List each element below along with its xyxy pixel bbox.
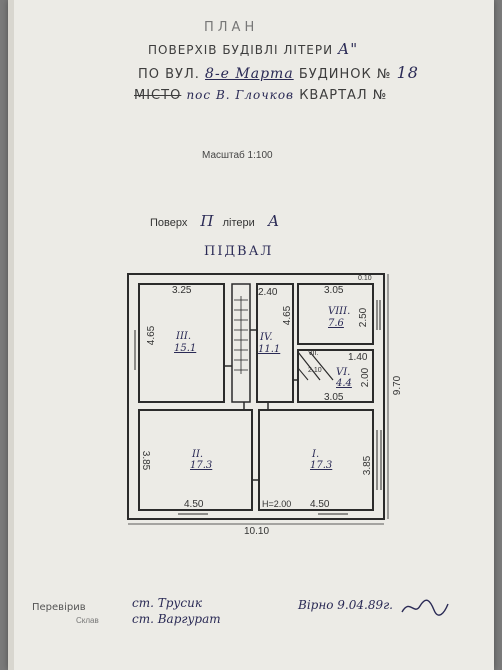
room-8-height: 2.50 xyxy=(358,307,370,328)
room-7-number: VII. xyxy=(308,350,319,357)
room-2-width: 4.50 xyxy=(184,499,204,510)
room-1-walls xyxy=(258,409,374,511)
floor-line: Поверх П літери А xyxy=(150,212,279,230)
letter-label: літери xyxy=(222,217,255,229)
village-value: пос В. Глочков xyxy=(186,88,295,102)
page-edge-left xyxy=(8,0,14,670)
checked-by: ст. Трусик xyxy=(132,596,202,610)
room-6-number: VI. xyxy=(336,367,351,378)
room-6-width: 1.40 xyxy=(348,352,368,363)
room-4-number: IV. xyxy=(260,332,273,343)
door-marks xyxy=(224,329,298,481)
ceiling-height: Н=2.00 xyxy=(262,499,292,509)
street-value: 8-е Марта xyxy=(205,66,294,82)
room-2-height: 3.85 xyxy=(140,450,152,471)
floor-plan xyxy=(127,273,389,525)
overall-height: 9.70 xyxy=(392,375,404,396)
room-8-walls xyxy=(297,283,374,345)
room-4-height: 4.65 xyxy=(282,305,294,326)
corner-dim: 0.10 xyxy=(358,275,372,282)
room-1-height: 3.85 xyxy=(362,455,374,476)
room-2-walls xyxy=(138,409,253,511)
house-value: 18 xyxy=(396,63,419,82)
floor-label: Поверх xyxy=(150,217,188,229)
room-4-walls xyxy=(256,283,294,403)
checked-label: Перевірив xyxy=(32,602,86,613)
room-3-width: 3.25 xyxy=(172,285,192,296)
signature-mark xyxy=(401,599,449,616)
second-label: Склав xyxy=(76,616,99,625)
second-by: ст. Варгурат xyxy=(132,612,221,626)
room-1-number: I. xyxy=(312,449,320,460)
stair-steps xyxy=(234,296,248,374)
header-line-1-prefix: ПОВЕРХІВ БУДІВЛІ ЛІТЕРИ xyxy=(148,43,334,57)
room-6-area: 4.4 xyxy=(336,378,352,389)
verified-note: Вірно 9.04.89г. xyxy=(298,598,393,612)
room-6-walls xyxy=(297,349,374,403)
room-4-width: 2.40 xyxy=(258,287,278,298)
room-6-height: 2.00 xyxy=(360,367,372,388)
room-7-diagonal xyxy=(297,351,321,381)
overall-width: 10.10 xyxy=(244,526,270,537)
header-line-3: МІСТО пос В. Глочков КВАРТАЛ № xyxy=(134,88,387,103)
scale-label: Масштаб 1:100 xyxy=(202,150,273,161)
room-6-bottom-dim: 3.05 xyxy=(324,392,344,403)
room-2-number: II. xyxy=(192,449,204,460)
house-label: БУДИНОК № xyxy=(298,67,392,82)
room-3-height: 4.65 xyxy=(146,325,158,346)
dim-2-10: 2.10 xyxy=(308,367,322,374)
room-8-number: VIII. xyxy=(328,306,351,317)
room-8-width: 3.05 xyxy=(324,285,344,296)
stair-walls xyxy=(231,283,251,403)
windows xyxy=(134,300,382,515)
outer-wall xyxy=(127,273,385,520)
header-line-2: ПО ВУЛ. 8-е Марта БУДИНОК № 18 xyxy=(138,63,419,82)
room-3-number: III. xyxy=(176,331,192,342)
floor-value: П xyxy=(200,212,214,230)
letter-value: А" xyxy=(337,40,359,58)
room-2-area: 17.3 xyxy=(190,460,213,471)
room-3-area: 15.1 xyxy=(174,343,197,354)
room-8-area: 7.6 xyxy=(328,318,344,329)
room-1-area: 17.3 xyxy=(310,460,333,471)
city-label: МІСТО xyxy=(134,88,182,103)
street-label: ПО ВУЛ. xyxy=(138,67,200,82)
letter-value-2: А xyxy=(267,212,280,230)
quarter-label: КВАРТАЛ № xyxy=(299,88,388,103)
plan-title: ПЛАН xyxy=(204,20,259,35)
room-1-width: 4.50 xyxy=(310,499,330,510)
basement-label: ПІДВАЛ xyxy=(204,244,274,259)
room-4-area: 11.1 xyxy=(258,344,281,355)
document-page: ПЛАН ПОВЕРХІВ БУДІВЛІ ЛІТЕРИ А" ПО ВУЛ. … xyxy=(8,0,494,670)
header-line-1: ПОВЕРХІВ БУДІВЛІ ЛІТЕРИ А" xyxy=(148,40,358,58)
